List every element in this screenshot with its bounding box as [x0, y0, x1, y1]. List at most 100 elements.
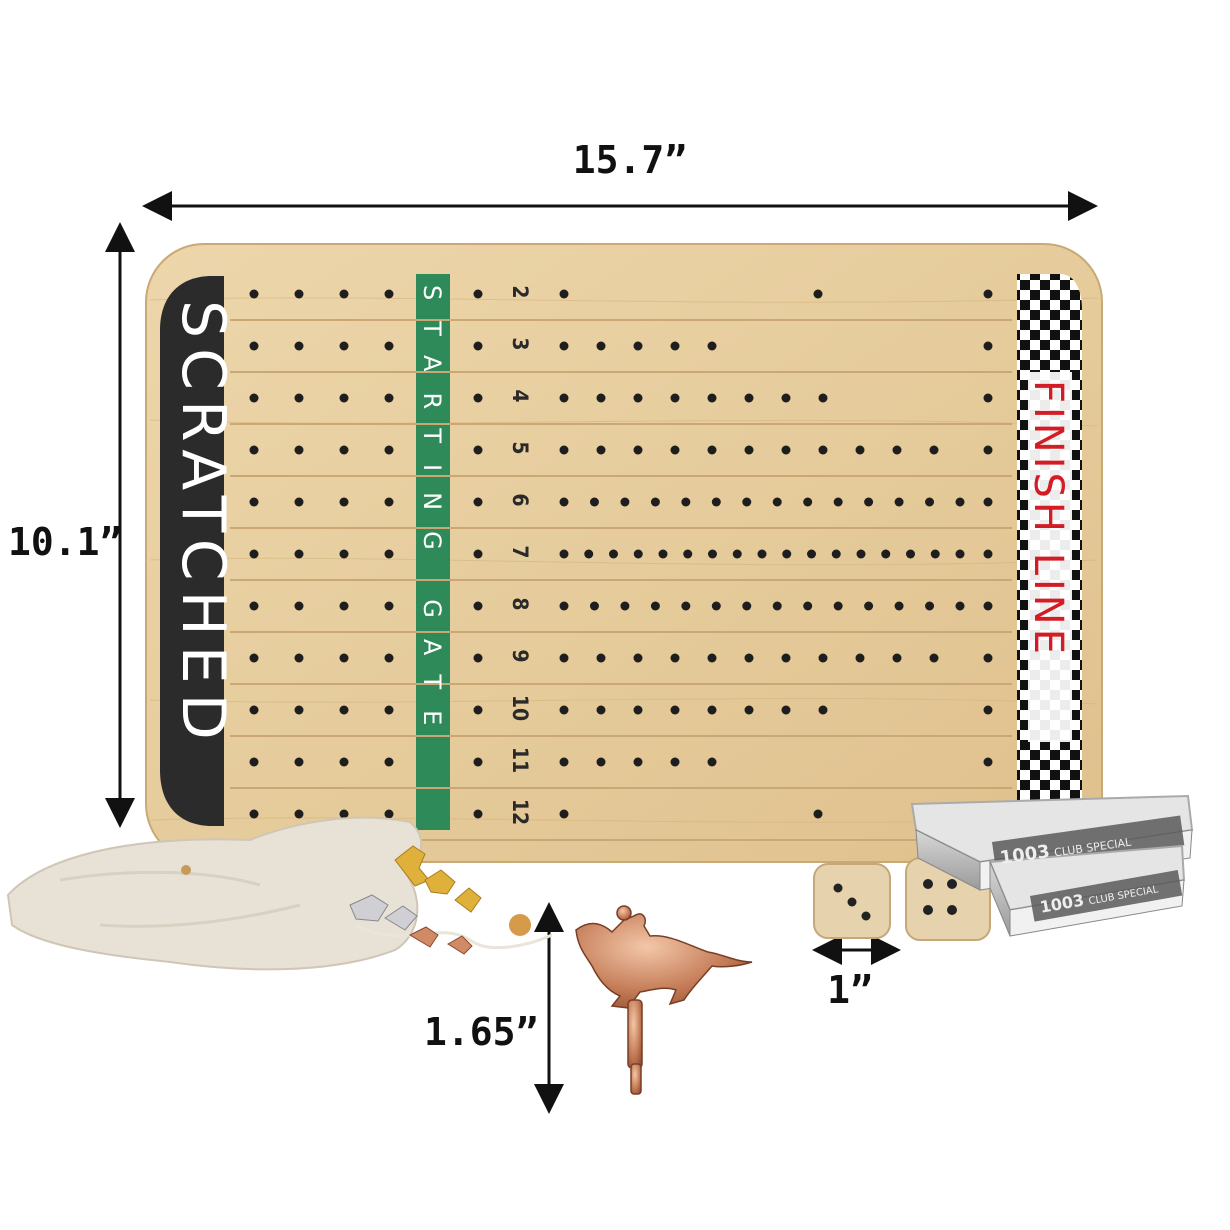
track-peg-hole — [856, 549, 866, 559]
track-peg-hole — [782, 549, 792, 559]
track-peg-hole — [596, 445, 606, 455]
start-peg-hole — [473, 393, 483, 403]
scratch-peg-hole — [249, 653, 259, 663]
track-peg-hole — [955, 601, 965, 611]
track-peg-hole — [831, 549, 841, 559]
track-peg-hole — [855, 445, 865, 455]
scratch-peg-hole — [294, 705, 304, 715]
track-peg-hole — [772, 497, 782, 507]
start-peg-hole — [473, 601, 483, 611]
track-peg-hole — [559, 341, 569, 351]
scratch-peg-hole — [384, 601, 394, 611]
row-number-label: 7 — [508, 545, 532, 559]
scratch-peg-hole — [249, 289, 259, 299]
track-peg-hole — [681, 497, 691, 507]
track-peg-hole — [609, 549, 618, 559]
row-number-label: 11 — [508, 746, 532, 774]
track-peg-hole — [707, 393, 717, 403]
scratch-peg-hole — [249, 757, 259, 767]
track-peg-hole — [559, 393, 569, 403]
track-peg-hole — [930, 549, 940, 559]
scratched-label: SCRATCHED — [168, 300, 238, 750]
track-peg-hole — [633, 445, 643, 455]
height-dimension-label: 10.1” — [8, 520, 123, 564]
track-peg-hole — [620, 601, 630, 611]
track-peg-hole — [633, 757, 643, 767]
track-peg-hole — [906, 549, 915, 559]
track-peg-hole — [955, 497, 965, 507]
scratch-peg-hole — [294, 341, 304, 351]
die-1 — [813, 863, 891, 939]
track-peg-hole — [757, 549, 767, 559]
finish-peg-hole — [983, 549, 993, 559]
scratch-peg-hole — [339, 393, 349, 403]
track-peg-hole — [955, 549, 965, 559]
track-peg-hole — [894, 601, 904, 611]
start-peg-hole — [473, 289, 483, 299]
token-dimension-label: 1.65” — [424, 1010, 539, 1054]
track-peg-hole — [833, 601, 843, 611]
track-peg-hole — [559, 497, 569, 507]
finish-peg-hole — [983, 289, 993, 299]
track-peg-hole — [707, 445, 717, 455]
finish-peg-hole — [983, 497, 993, 507]
scratch-peg-hole — [384, 289, 394, 299]
board-holes — [249, 289, 993, 819]
track-peg-hole — [855, 653, 865, 663]
track-peg-hole — [818, 393, 828, 403]
track-peg-hole — [707, 653, 717, 663]
finish-line-label: FINISH LINE — [1025, 380, 1071, 658]
horse-token — [575, 905, 753, 1095]
track-peg-hole — [803, 601, 813, 611]
row-number-label: 8 — [508, 597, 532, 611]
scratch-peg-hole — [249, 549, 259, 559]
track-peg-hole — [559, 601, 569, 611]
track-peg-hole — [596, 393, 606, 403]
gold-horse-tokens — [394, 845, 482, 913]
start-peg-hole — [473, 341, 483, 351]
track-peg-hole — [803, 497, 813, 507]
width-dimension-label: 15.7” — [572, 138, 688, 182]
scratch-peg-hole — [339, 289, 349, 299]
drawstring-pouch — [6, 816, 553, 971]
track-peg-hole — [633, 549, 643, 559]
track-peg-hole — [742, 497, 752, 507]
scratch-peg-hole — [339, 497, 349, 507]
track-peg-hole — [584, 549, 594, 559]
starting-gate-label: STARTING GATE — [418, 285, 446, 747]
track-peg-hole — [670, 445, 680, 455]
finish-peg-hole — [983, 653, 993, 663]
track-peg-hole — [813, 809, 823, 819]
track-peg-hole — [929, 445, 939, 455]
track-peg-hole — [833, 497, 843, 507]
row-number-label: 9 — [508, 649, 532, 663]
track-peg-hole — [596, 653, 606, 663]
track-peg-hole — [781, 445, 791, 455]
track-peg-hole — [772, 601, 782, 611]
game-board — [145, 243, 1103, 863]
scratched-band — [160, 276, 224, 826]
scratch-peg-hole — [294, 757, 304, 767]
track-peg-hole — [620, 497, 630, 507]
finish-peg-hole — [983, 601, 993, 611]
scratch-peg-hole — [294, 809, 304, 819]
scratch-peg-hole — [294, 549, 304, 559]
row-number-label: 6 — [508, 493, 532, 507]
track-peg-hole — [892, 445, 902, 455]
row-number-label: 2 — [508, 285, 532, 299]
finish-peg-hole — [983, 393, 993, 403]
row-number-label: 10 — [508, 694, 532, 722]
track-peg-hole — [670, 757, 680, 767]
track-peg-hole — [781, 393, 791, 403]
track-peg-hole — [807, 549, 816, 559]
track-peg-hole — [559, 705, 569, 715]
row-number-label: 12 — [508, 798, 532, 826]
finish-peg-hole — [983, 341, 993, 351]
scratch-peg-hole — [339, 601, 349, 611]
track-peg-hole — [864, 497, 874, 507]
scratch-peg-hole — [339, 653, 349, 663]
track-peg-hole — [633, 653, 643, 663]
track-peg-hole — [781, 653, 791, 663]
scratch-peg-hole — [384, 757, 394, 767]
track-peg-hole — [781, 705, 791, 715]
